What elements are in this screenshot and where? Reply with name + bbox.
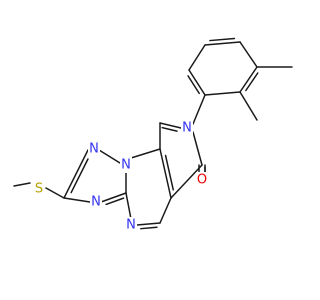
molecule-diagram: N N N N N S O xyxy=(13,37,293,233)
bond-ar4 xyxy=(204,41,241,46)
bond-c9-c8 xyxy=(159,122,182,129)
atom-sulfur: S xyxy=(33,181,45,197)
bond-ar2 xyxy=(239,66,258,93)
bond-npyr-c5 xyxy=(136,222,161,226)
atom-n-triazole-1: N xyxy=(88,141,100,157)
atom-label-sulfur: S xyxy=(35,182,43,197)
bond-c2-n1-double xyxy=(70,158,89,194)
bond-ar2-double xyxy=(245,72,259,92)
bond-c4a-c8a xyxy=(159,148,172,199)
bond-ar6 xyxy=(188,69,206,96)
atom-n-pyrimidine: N xyxy=(125,217,137,233)
atom-n-triazole-3: N xyxy=(120,157,132,173)
bond-ar3 xyxy=(239,41,258,68)
bond-ar5 xyxy=(188,44,206,71)
bond-c3a-npyr xyxy=(125,192,132,220)
bond-n1-n3 xyxy=(98,149,121,164)
atom-n-triazole-2: N xyxy=(90,194,102,210)
bond-ar4-double xyxy=(209,37,236,42)
atom-oxygen: O xyxy=(196,172,208,188)
bond-ar6-double xyxy=(187,75,200,95)
atom-label-n-triazole-3: N xyxy=(121,158,131,173)
atom-label-oxygen: O xyxy=(197,173,207,188)
bond-n-aryl xyxy=(192,94,206,125)
bond-c4a-c8a-double xyxy=(164,154,175,191)
atom-label-n-pyrimidine: N xyxy=(126,218,136,233)
bond-c8a-n3 xyxy=(130,148,161,159)
bond-layer xyxy=(13,37,293,230)
bond-c2-n2 xyxy=(63,197,91,203)
atom-label-n-pyridinone: N xyxy=(182,121,192,136)
bond-c9-c8-double xyxy=(161,126,178,132)
bond-ortho-methyl xyxy=(239,91,258,121)
bond-c6-c4a xyxy=(170,164,203,199)
atom-label-n-triazole-2: N xyxy=(91,195,101,210)
atom-label-layer: N N N N N S O xyxy=(33,120,208,233)
bond-n2-c3a-double xyxy=(105,197,125,206)
atom-label-n-triazole-1: N xyxy=(89,142,99,157)
atom-n-pyridinone: N xyxy=(181,120,193,136)
structure-drawing: N N N N N S O xyxy=(13,37,293,233)
bond-methyl-s xyxy=(13,182,31,187)
bond-ar1 xyxy=(204,91,241,96)
bond-s-c2 xyxy=(45,187,65,199)
bond-n-c6 xyxy=(192,131,203,166)
bond-c5-c4a xyxy=(159,197,172,224)
bond-n2-c3a xyxy=(100,192,127,203)
bond-c2-n1 xyxy=(63,149,89,199)
bond-npyr-c5-double xyxy=(140,226,158,230)
